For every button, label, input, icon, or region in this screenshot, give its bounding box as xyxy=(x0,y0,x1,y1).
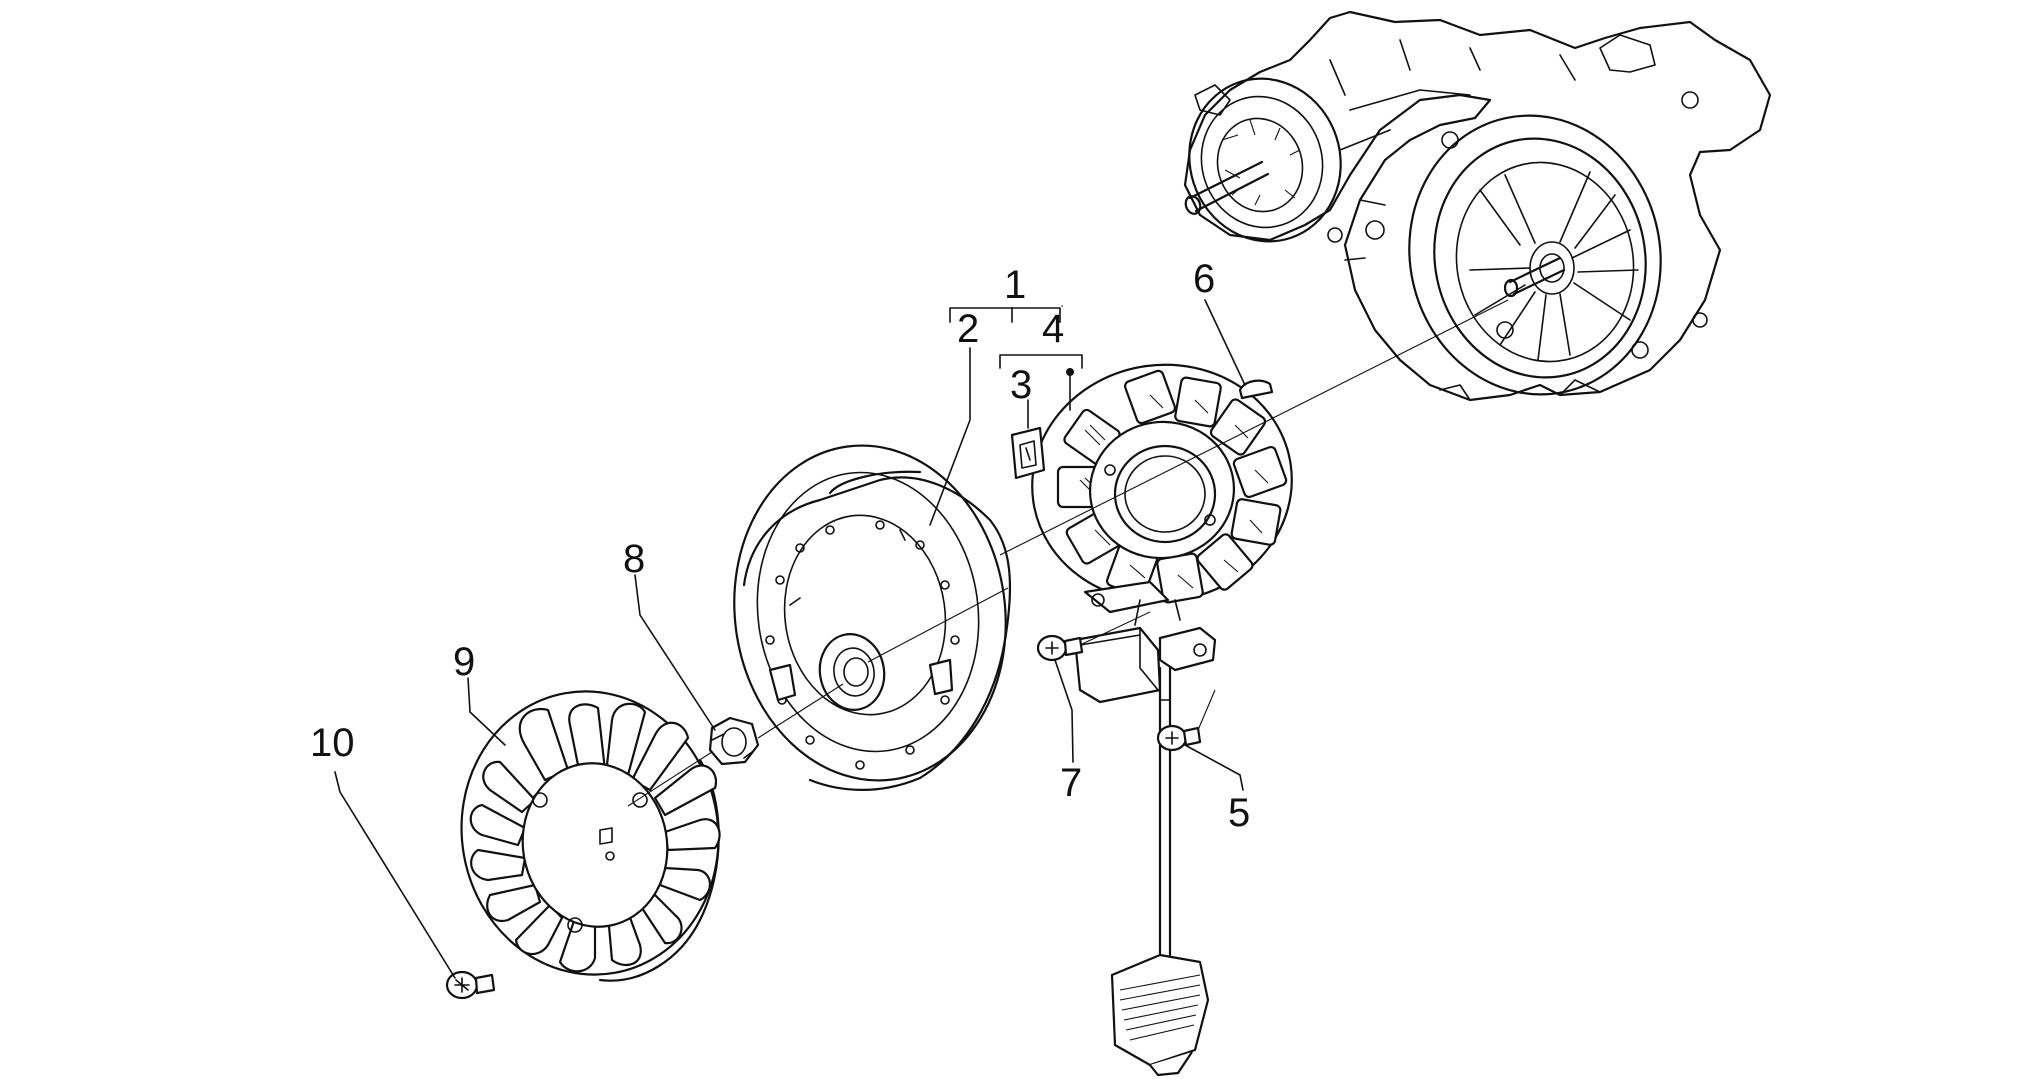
callout-5: 5 xyxy=(1228,791,1250,835)
flywheel-rotor xyxy=(733,444,1012,791)
callout-6: 6 xyxy=(1193,257,1215,301)
callout-labels: 1 2 3 4 5 6 7 8 9 10 xyxy=(310,257,1250,835)
callout-2: 2 xyxy=(957,307,979,351)
callout-1: 1 xyxy=(1004,263,1026,307)
leader-lines xyxy=(334,299,1246,979)
pickup-screw-5 xyxy=(1156,724,1202,752)
stator-assembly xyxy=(1031,363,1293,1077)
flywheel-nut xyxy=(708,716,760,766)
engine-crankcase xyxy=(1183,10,1772,402)
retaining-clip xyxy=(1010,426,1046,480)
callout-9: 9 xyxy=(453,640,475,684)
callout-7: 7 xyxy=(1060,761,1082,805)
stator-screw-7 xyxy=(1036,634,1084,662)
callout-4: 4 xyxy=(1042,307,1064,351)
callout-10: 10 xyxy=(310,721,355,765)
woodruff-key xyxy=(1238,379,1274,400)
assembly-axis-lines xyxy=(627,299,1509,807)
callout-3: 3 xyxy=(1010,363,1032,407)
cooling-fan xyxy=(460,690,721,982)
callout-8: 8 xyxy=(623,537,645,581)
